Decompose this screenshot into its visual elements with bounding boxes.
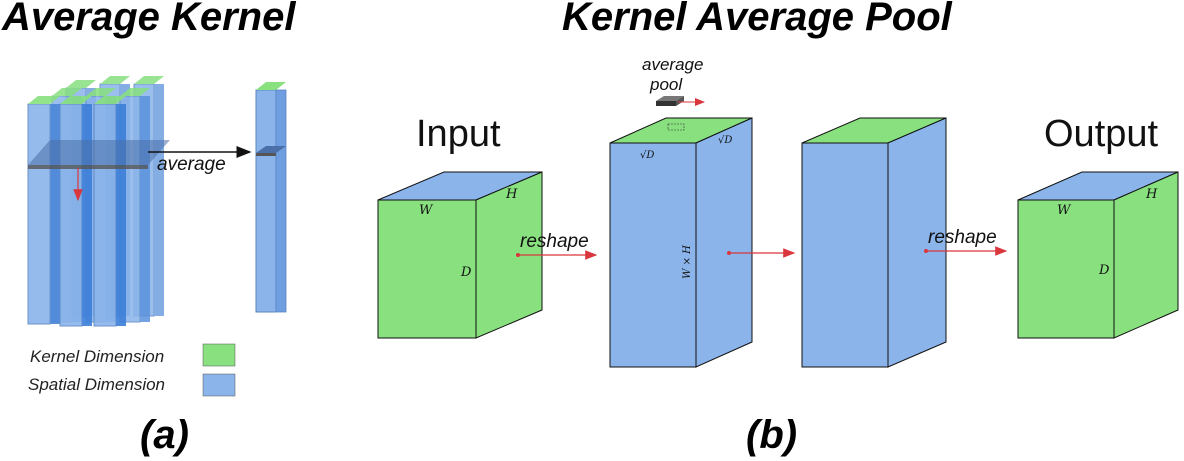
averaged-column — [255, 82, 287, 313]
input-w: W — [419, 203, 434, 218]
middle-wh: W × H — [682, 245, 693, 279]
pool-label-2: pool — [649, 75, 683, 94]
input-d: D — [460, 265, 472, 280]
panel-b-title: Kernel Average Pool — [562, 0, 953, 39]
caption-a: (a) — [140, 413, 189, 457]
input-h: H — [505, 187, 518, 202]
middle-sqrt-side: √D — [718, 135, 732, 146]
pool-kernel-icon — [656, 96, 705, 106]
average-label: average — [157, 154, 226, 175]
legend-spatial-label: Spatial Dimension — [28, 375, 165, 394]
middle-sqrt-front: √D — [640, 150, 654, 161]
input-tensor — [377, 171, 543, 339]
caption-b: (b) — [746, 413, 797, 457]
legend-spatial-swatch — [202, 373, 236, 397]
panel-a-title: Average Kernel — [1, 0, 296, 39]
output-label: Output — [1044, 113, 1159, 155]
reshape-right-label: reshape — [928, 227, 997, 248]
kernel-stack — [27, 76, 170, 327]
legend: Kernel Dimension Spatial Dimension — [28, 343, 236, 397]
legend-kernel-swatch — [202, 343, 236, 367]
pool-label-1: average — [642, 55, 703, 74]
output-w: W — [1057, 203, 1072, 218]
legend-kernel-label: Kernel Dimension — [30, 347, 164, 366]
output-d: D — [1098, 263, 1110, 278]
input-label: Input — [416, 113, 501, 155]
output-tensor — [1017, 171, 1179, 339]
reshape-left-label: reshape — [520, 231, 589, 252]
reshaped-tensor — [609, 117, 753, 368]
output-h: H — [1145, 187, 1158, 202]
pooled-tensor — [801, 117, 947, 368]
